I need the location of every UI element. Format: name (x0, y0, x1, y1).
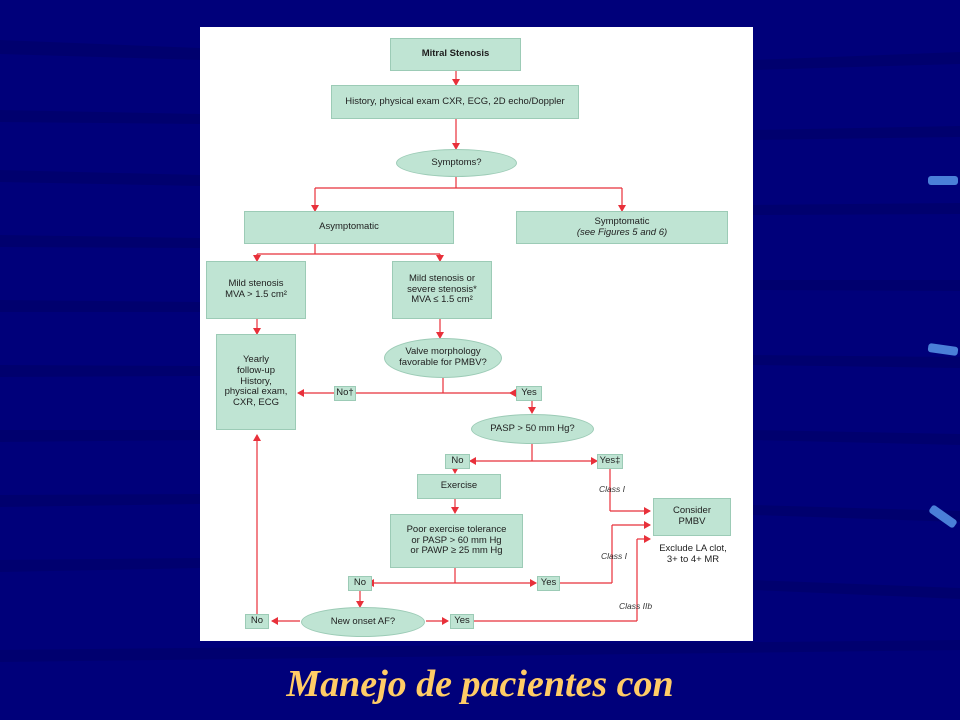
node-label: Yes (540, 577, 557, 589)
node-line: PMBV (678, 516, 706, 527)
decision-symptoms: Symptoms? (396, 149, 517, 177)
node-line: or PAWP ≥ 25 mm Hg (410, 545, 503, 557)
node-line: Mild stenosis (228, 278, 284, 290)
note-line: 3+ to 4+ MR (666, 554, 720, 566)
decision-new-onset-af: New onset AF? (301, 607, 425, 637)
decision-pasp: PASP > 50 mm Hg? (471, 414, 594, 444)
node-label: No (451, 455, 464, 467)
label-no-valve: No† (334, 386, 356, 401)
flowchart-connectors (253, 71, 651, 625)
node-label: PASP > 50 mm Hg? (490, 422, 575, 434)
node-line: Yearly (242, 353, 270, 365)
label-yes-exercise: Yes (537, 576, 560, 591)
node-line: or PASP > 60 mm Hg (411, 534, 502, 546)
node-label: No (353, 577, 367, 589)
label-no-af: No (245, 614, 269, 629)
node-line: Consider (672, 505, 712, 517)
node-line: follow-up (236, 364, 276, 376)
node-label: Exercise (440, 480, 478, 492)
node-mild-or-severe-stenosis: Mild stenosis or severe stenosis* MVA ≤ … (392, 261, 492, 319)
node-line: Poor exercise tolerance (406, 523, 507, 535)
node-label: Yes (521, 387, 537, 399)
node-label: New onset AF? (330, 615, 396, 627)
label-no-exercise: No (348, 576, 372, 591)
node-line: favorable for PMBV? (399, 357, 487, 368)
class-label: Class IIb (619, 601, 653, 611)
node-line: physical exam, (224, 386, 288, 398)
node-poor-exercise-tolerance: Poor exercise tolerance or PASP > 60 mm … (390, 514, 523, 568)
node-symptomatic: Symptomatic (see Figures 5 and 6) (516, 211, 728, 244)
node-exercise: Exercise (417, 474, 501, 499)
note-line: Exclude LA clot, (659, 543, 727, 554)
node-yearly-follow-up: Yearly follow-up History, physical exam,… (216, 334, 296, 430)
decision-valve-morphology: Valve morphology favorable for PMBV? (384, 338, 502, 378)
label-no-pasp: No (445, 454, 470, 469)
slide-title: Manejo de pacientes con (286, 663, 674, 705)
node-line: MVA ≤ 1.5 cm² (411, 294, 473, 306)
node-line: Valve morphology (405, 346, 481, 358)
node-mitral-stenosis: Mitral Stenosis (390, 38, 521, 71)
label-yes-pasp: Yes‡ (597, 454, 623, 469)
node-label: History, physical exam CXR, ECG, 2D echo… (345, 95, 565, 107)
label-yes-valve: Yes (516, 386, 542, 401)
node-line: Mild stenosis or (409, 272, 475, 284)
node-note: (see Figures 5 and 6) (576, 226, 668, 238)
node-line: MVA > 1.5 cm² (225, 289, 287, 300)
node-label: No† (336, 387, 354, 399)
node-initial-workup: History, physical exam CXR, ECG, 2D echo… (331, 85, 579, 119)
class-label: Class I (601, 551, 627, 561)
node-consider-pmbv: Consider PMBV (653, 498, 731, 536)
node-mild-stenosis: Mild stenosis MVA > 1.5 cm² (206, 261, 306, 319)
label-yes-af: Yes (450, 614, 474, 629)
flowchart-panel: Mitral Stenosis History, physical exam C… (200, 27, 753, 641)
node-line: severe stenosis* (407, 283, 477, 295)
node-line: CXR, ECG (233, 397, 279, 409)
node-label: Symptomatic (594, 215, 650, 227)
node-label: Mitral Stenosis (421, 48, 490, 60)
note-exclude-la-clot: Exclude LA clot, 3+ to 4+ MR (646, 543, 740, 566)
node-label: Asymptomatic (319, 221, 379, 233)
node-label: Yes‡ (599, 455, 621, 467)
node-label: Yes (454, 615, 470, 627)
node-label: No (250, 615, 264, 627)
node-label: Symptoms? (431, 156, 482, 168)
node-line: History, (240, 375, 272, 387)
class-label: Class I (599, 484, 625, 494)
node-asymptomatic: Asymptomatic (244, 211, 454, 244)
accent-mark (928, 176, 958, 185)
